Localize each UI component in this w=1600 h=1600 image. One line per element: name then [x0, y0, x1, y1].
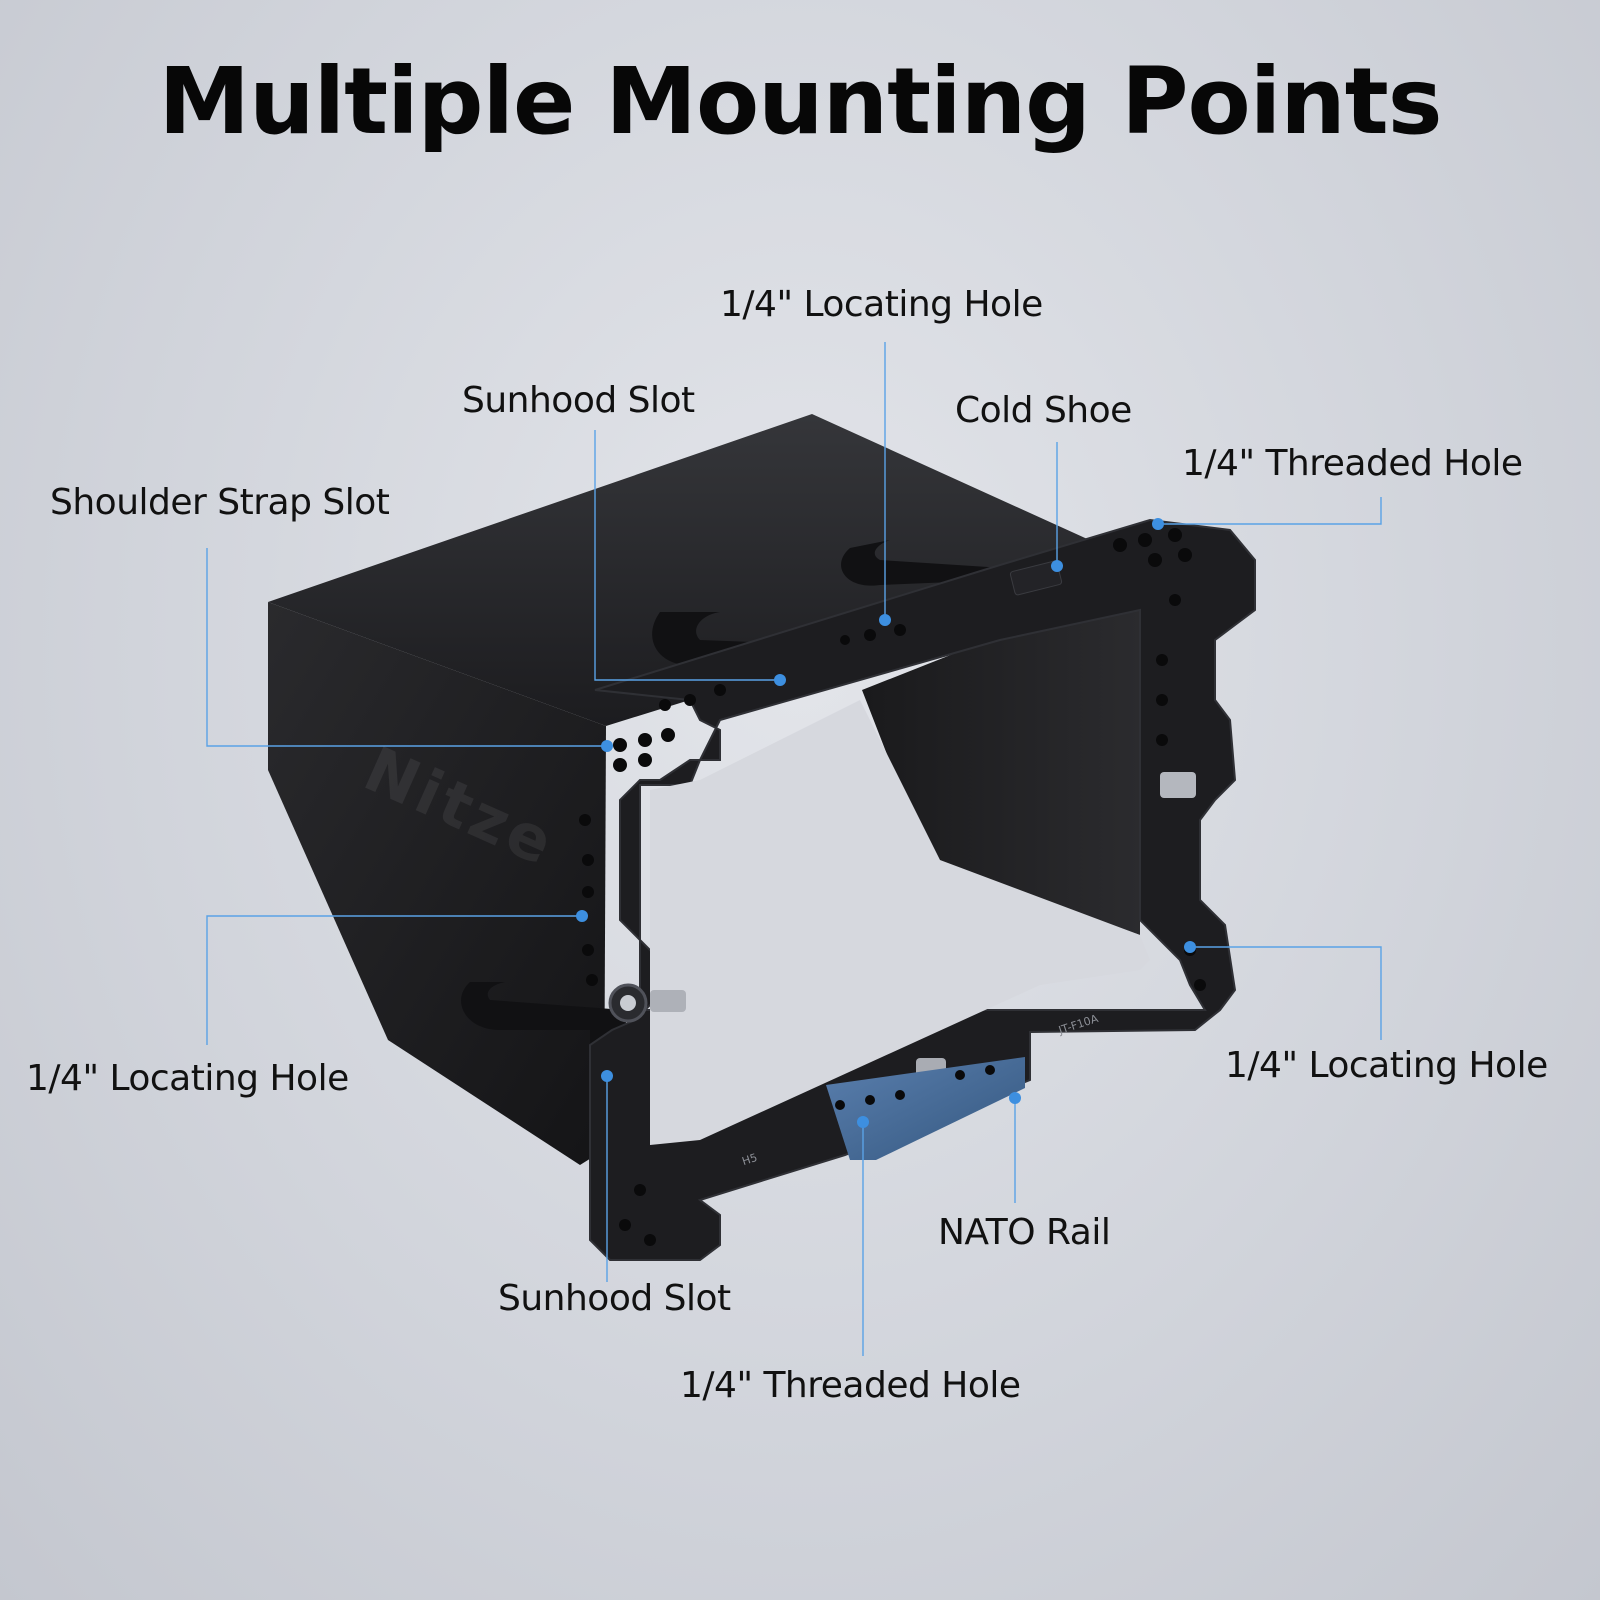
marker-bottom-sunhood-slot: [601, 1070, 613, 1082]
leader-left-locating-hole: [206, 915, 582, 1045]
label-cold-shoe: Cold Shoe: [955, 390, 1132, 431]
leader-top-sunhood-slot: [594, 430, 780, 681]
marker-nato-rail: [1009, 1092, 1021, 1104]
velcro-strap-bottom-left: [461, 982, 628, 1060]
leader-top-right-threaded-hole: [1158, 497, 1382, 525]
sunhood-top-panel: [268, 414, 1160, 726]
marker-bottom-threaded-hole: [857, 1116, 869, 1128]
label-top-sunhood-slot: Sunhood Slot: [462, 380, 695, 421]
marker-cold-shoe: [1051, 560, 1063, 572]
label-top-locating-hole: 1/4" Locating Hole: [720, 284, 1043, 325]
marker-top-locating-hole: [879, 614, 891, 626]
label-bottom-threaded-hole: 1/4" Threaded Hole: [680, 1365, 1021, 1406]
page-title: Multiple Mounting Points: [158, 48, 1443, 155]
label-right-locating-hole: 1/4" Locating Hole: [1225, 1045, 1548, 1086]
marker-left-locating-hole: [576, 910, 588, 922]
marker-shoulder-strap-slot: [601, 740, 613, 752]
velcro-strap-top-right: [841, 540, 1040, 620]
marker-top-sunhood-slot: [774, 674, 786, 686]
label-left-locating-hole: 1/4" Locating Hole: [26, 1058, 349, 1099]
leader-right-locating-hole: [1190, 946, 1382, 1040]
marker-right-locating-hole: [1184, 941, 1196, 953]
left-screw-thread: [650, 990, 686, 1012]
label-shoulder-strap-slot: Shoulder Strap Slot: [50, 482, 390, 523]
right-screw-thread: [1160, 772, 1196, 798]
nato-rail: [826, 1057, 1025, 1160]
marker-top-right-threaded-hole: [1152, 518, 1164, 530]
label-nato-rail: NATO Rail: [938, 1212, 1111, 1253]
cage-window: [650, 700, 1150, 1145]
label-bottom-sunhood-slot: Sunhood Slot: [498, 1278, 731, 1319]
leader-shoulder-strap-slot: [206, 548, 607, 747]
cold-shoe-block: [1009, 560, 1063, 596]
label-top-right-threaded-hole: 1/4" Threaded Hole: [1182, 443, 1523, 484]
